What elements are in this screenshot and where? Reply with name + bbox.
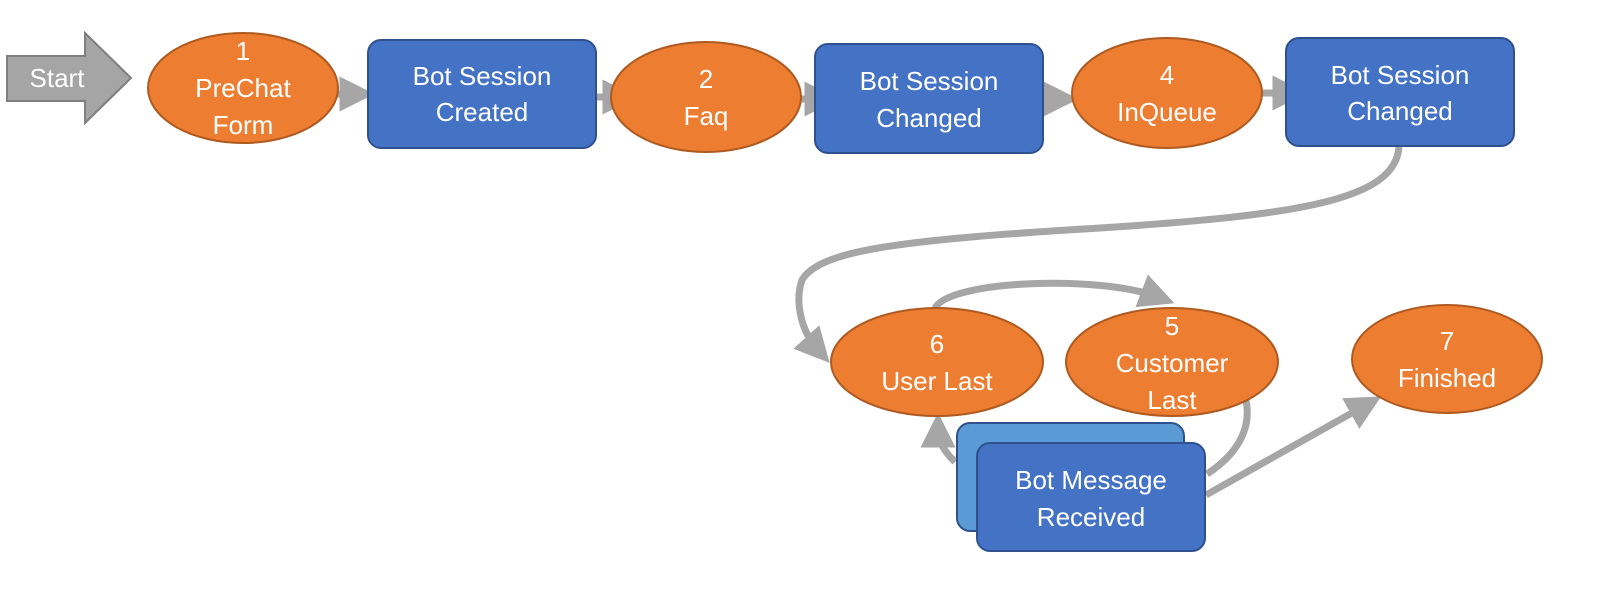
start-label: Start: [30, 63, 86, 93]
event-message-received-line1: Bot Message: [1015, 465, 1167, 495]
state-customer-last-shape: [1065, 307, 1279, 417]
state-prechat-label-line1: PreChat: [195, 73, 291, 103]
event-message-received-shape: [976, 442, 1206, 552]
event-session-changed-2: Bot Session Changed: [1285, 37, 1515, 147]
event-message-received-line2: Received: [1037, 502, 1145, 532]
event-session-created: Bot Session Created: [367, 39, 597, 149]
state-finished-number: 7: [1440, 326, 1454, 356]
state-faq-shape: [610, 41, 802, 153]
state-customer-last-number: 5: [1165, 311, 1179, 341]
event-session-changed-2-shape: [1285, 37, 1515, 147]
start-arrow-shape: [6, 30, 133, 126]
event-session-changed-2-line2: Changed: [1347, 96, 1453, 126]
state-user-last: 6 User Last: [830, 307, 1044, 417]
event-session-changed-2-line1: Bot Session: [1331, 60, 1470, 90]
state-prechat-label-line2: Form: [213, 110, 274, 140]
curved-connectors: [793, 146, 1403, 499]
event-message-received: Bot Message Received: [956, 422, 1206, 552]
state-faq-label: Faq: [684, 101, 729, 131]
state-finished-shape: [1351, 304, 1543, 414]
event-session-changed-1: Bot Session Changed: [814, 43, 1044, 154]
connector-changed2-to-userlast: [793, 146, 1403, 364]
state-finished-label: Finished: [1398, 363, 1496, 393]
state-inqueue: 4 InQueue: [1071, 37, 1263, 149]
state-user-last-shape: [830, 307, 1044, 417]
state-inqueue-label: InQueue: [1117, 97, 1217, 127]
state-prechat: 1 PreChat Form: [147, 32, 339, 144]
state-inqueue-number: 4: [1160, 60, 1174, 90]
start-node: Start: [6, 30, 133, 126]
state-customer-last: 5 Customer Last: [1065, 307, 1279, 417]
state-customer-last-label-line1: Customer: [1116, 348, 1229, 378]
state-faq: 2 Faq: [610, 41, 802, 153]
state-user-last-number: 6: [930, 329, 944, 359]
event-session-changed-1-line1: Bot Session: [860, 66, 999, 96]
state-faq-number: 2: [699, 64, 713, 94]
connector-userlast-to-customerlast: [931, 274, 1175, 311]
state-inqueue-shape: [1071, 37, 1263, 149]
state-prechat-shape: [147, 32, 339, 144]
event-session-changed-1-line2: Changed: [876, 103, 982, 133]
state-finished: 7 Finished: [1351, 304, 1543, 414]
event-session-changed-1-shape: [814, 43, 1044, 154]
connector-message-to-userlast: [920, 412, 958, 465]
state-customer-last-label-line2: Last: [1147, 385, 1197, 415]
state-user-last-label: User Last: [881, 366, 993, 396]
event-session-created-shape: [367, 39, 597, 149]
connector-customerlast-to-message: [1205, 399, 1251, 477]
event-session-created-line1: Bot Session: [413, 61, 552, 91]
state-prechat-number: 1: [236, 36, 250, 66]
connector-message-to-finished: [1204, 396, 1382, 499]
event-session-created-line2: Created: [436, 97, 529, 127]
